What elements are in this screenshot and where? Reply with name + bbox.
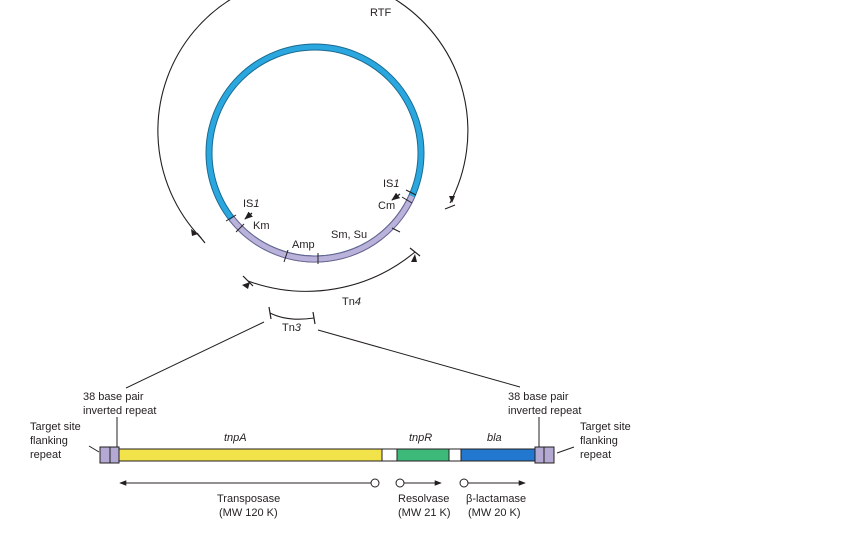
gene-bla bbox=[460, 448, 536, 462]
is1-left-label: IS1 bbox=[243, 198, 260, 210]
tn3-arc-end-left bbox=[268, 306, 272, 320]
transposon-linear-map: 38 base pair inverted repeat 38 base pai… bbox=[30, 391, 634, 519]
rtf-arc bbox=[157, 0, 469, 239]
rtf-label: RTF bbox=[370, 7, 391, 19]
gene-label-tnpa: tnpA bbox=[224, 432, 247, 444]
is1-right-label: IS1 bbox=[383, 178, 400, 190]
amp-label: Amp bbox=[292, 239, 315, 251]
tn4-arc-end-left bbox=[242, 275, 254, 287]
expand-line-left bbox=[125, 321, 265, 389]
tn3-arc-end-right bbox=[312, 311, 316, 325]
beta-lactamase-label: β-lactamase (MW 20 K) bbox=[466, 493, 529, 519]
spacer-2 bbox=[448, 448, 462, 462]
transposase-promoter bbox=[370, 478, 380, 488]
gene-label-bla: bla bbox=[487, 432, 502, 444]
km-label: Km bbox=[253, 220, 270, 232]
plasmid-insert bbox=[229, 195, 415, 262]
left-target-pointer bbox=[88, 445, 100, 453]
target-site-left bbox=[99, 446, 111, 464]
tn3-label: Tn3 bbox=[282, 322, 302, 334]
gene-tnpr bbox=[396, 448, 450, 462]
tn3-arc bbox=[269, 312, 315, 320]
left-repeat-label: 38 base pair inverted repeat bbox=[83, 391, 156, 417]
inverted-repeat-right bbox=[534, 446, 545, 464]
tick-is1-left-b bbox=[235, 223, 245, 233]
resolvase-label: Resolvase (MW 21 K) bbox=[398, 493, 452, 519]
gene-tnpa bbox=[118, 448, 383, 462]
gene-label-tnpr: tnpR bbox=[409, 432, 432, 444]
tick-is1-left-a bbox=[225, 214, 237, 222]
tn4-label: Tn4 bbox=[342, 296, 361, 308]
right-repeat-label: 38 base pair inverted repeat bbox=[508, 391, 581, 417]
tick-is1-right-b bbox=[405, 189, 417, 196]
spacer-1 bbox=[381, 448, 398, 462]
beta-lactamase-promoter bbox=[459, 478, 469, 488]
plasmid-map: RTF IS1 Km Amp Sm, Su IS1 Cm Tn4 bbox=[157, 0, 469, 334]
is1-left-arrow bbox=[244, 211, 253, 220]
rtf-arc-end-left bbox=[196, 232, 206, 244]
is1-right-arrow bbox=[391, 192, 401, 201]
expand-line-right bbox=[317, 329, 521, 388]
inverted-repeat-left bbox=[109, 446, 120, 464]
target-site-right bbox=[543, 446, 555, 464]
tn4-arc-end-right bbox=[409, 247, 421, 257]
tn4-arc bbox=[247, 251, 416, 292]
left-target-label: Target site flanking repeat bbox=[30, 421, 84, 461]
sm-su-label: Sm, Su bbox=[331, 229, 367, 241]
transposase-label: Transposase (MW 120 K) bbox=[217, 493, 283, 519]
resolvase-promoter bbox=[395, 478, 405, 488]
cm-label: Cm bbox=[378, 200, 395, 212]
right-target-pointer bbox=[556, 446, 575, 454]
tick-amp bbox=[283, 249, 289, 263]
rtf-arc-end-right bbox=[444, 204, 456, 210]
right-target-label: Target site flanking repeat bbox=[580, 421, 634, 461]
tick-cm bbox=[391, 227, 401, 233]
tick-is1-right-a bbox=[401, 196, 413, 204]
